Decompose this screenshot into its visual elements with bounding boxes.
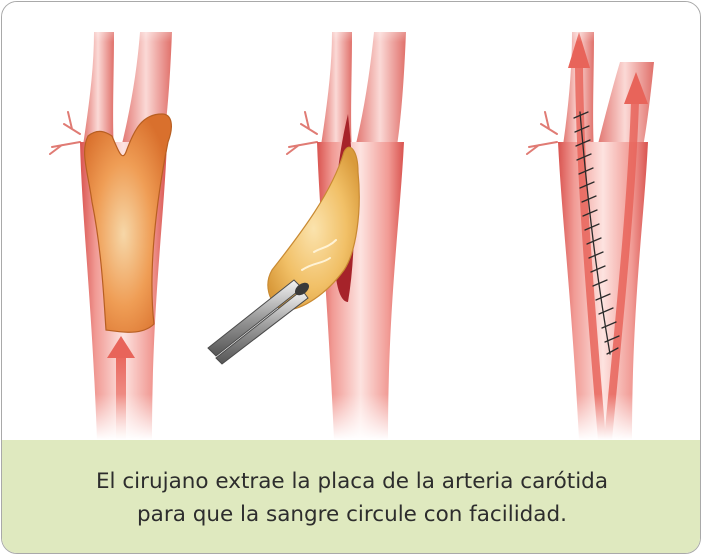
caption-line-1: El cirujano extrae la placa de la arteri… xyxy=(95,468,609,494)
caption-panel: El cirujano extrae la placa de la arteri… xyxy=(2,440,700,553)
small-vessel-branches xyxy=(49,111,81,155)
forceps xyxy=(207,279,310,365)
suture-line xyxy=(573,111,620,355)
carotid-endarterectomy-illustration xyxy=(2,2,700,440)
internal-carotid-branch xyxy=(354,32,406,152)
blood-flow-arrows xyxy=(568,32,648,440)
small-vessel-branches xyxy=(526,111,558,155)
internal-carotid-branch xyxy=(596,62,654,152)
plaque xyxy=(83,113,172,333)
panel-sutured-artery xyxy=(526,32,654,440)
caption-line-2: para que la sangre circule con facilidad… xyxy=(137,501,567,527)
external-carotid-branch xyxy=(82,32,114,152)
panel-plaque-filled-artery xyxy=(49,32,172,440)
external-carotid-branch xyxy=(320,32,352,152)
plaque-texture xyxy=(301,239,337,271)
panel-plaque-removal xyxy=(207,32,406,440)
small-vessel-branches xyxy=(286,111,318,155)
